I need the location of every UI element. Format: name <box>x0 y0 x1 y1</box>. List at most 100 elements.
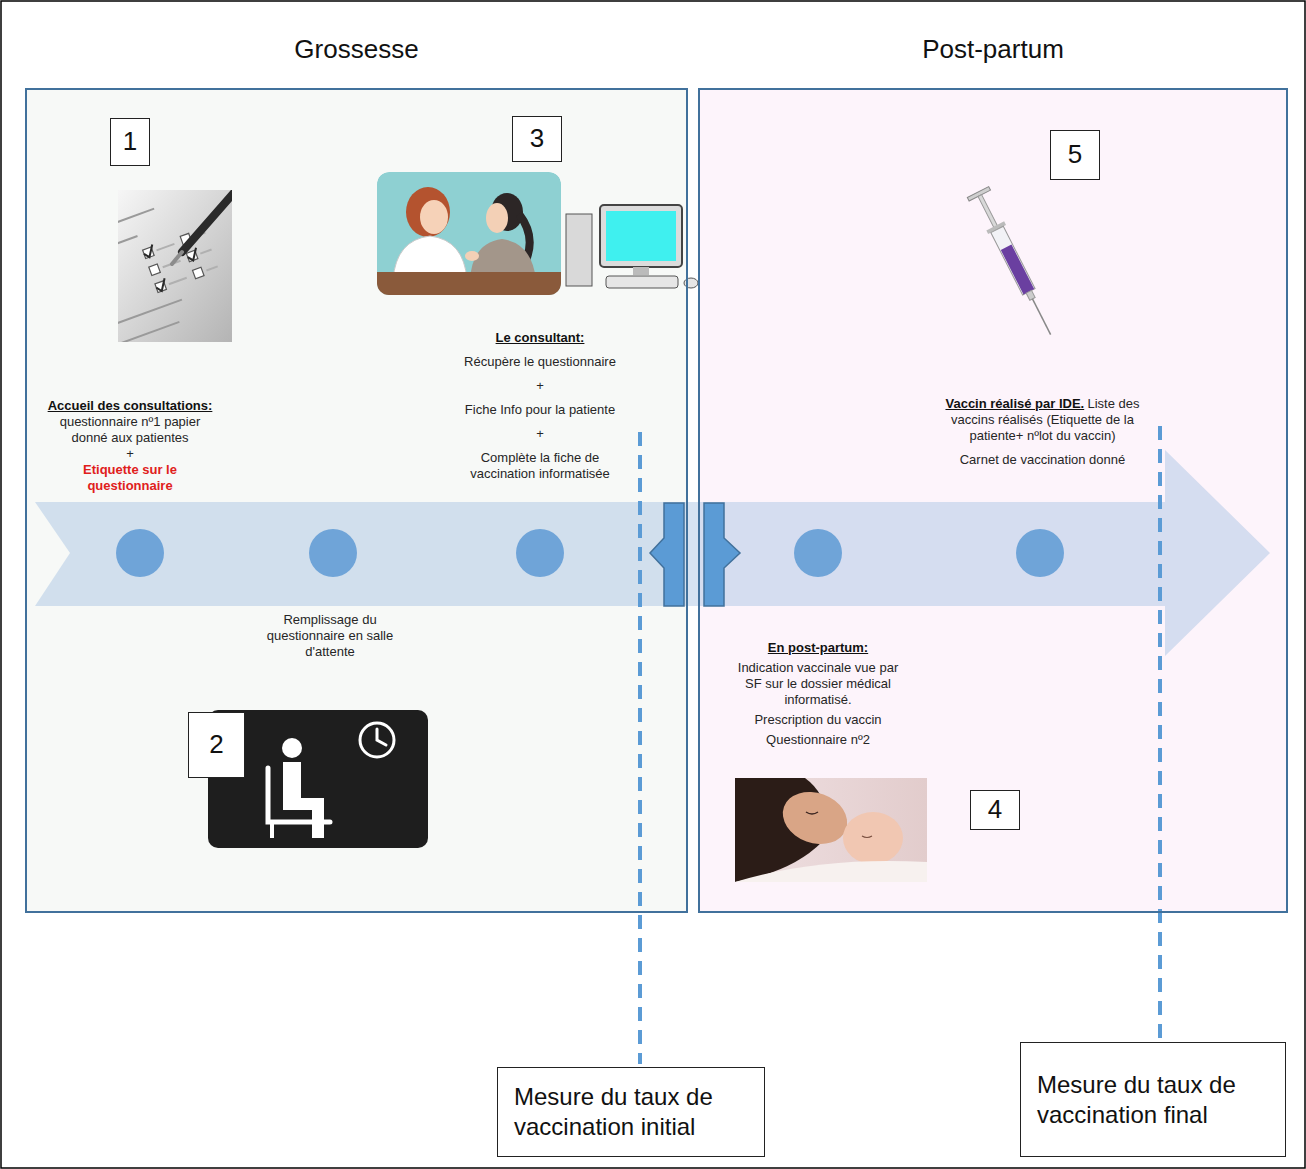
callout-number: 2 <box>209 730 223 760</box>
measure-dashed-line <box>640 426 1160 1064</box>
callout-number: 5 <box>1068 140 1082 170</box>
phase-heading: Grossesse <box>27 34 686 65</box>
phase-heading: Post-partum <box>700 34 1286 65</box>
mother-baby-photo <box>843 812 903 864</box>
waiting-room-pictogram <box>270 822 274 838</box>
mother-baby-photo <box>735 778 927 882</box>
step-description: Remplissage du questionnaire en salle d'… <box>255 612 405 660</box>
highlight-text: Etiquette sur le questionnaire <box>83 462 177 493</box>
consultation-illustration <box>420 200 448 234</box>
transition-symbol <box>650 503 684 606</box>
syringe-illustration <box>1001 245 1034 295</box>
step-description: Le consultant: Récupère le questionnaire +… <box>460 330 620 490</box>
phase-panel: Grossesse123 <box>25 88 688 913</box>
questionnaire-photo <box>118 300 182 326</box>
waiting-room-pictogram <box>283 762 324 838</box>
syringe-illustration <box>967 187 1061 340</box>
questionnaire-photo <box>169 278 187 284</box>
questionnaire-photo <box>154 278 168 292</box>
questionnaire-photo <box>182 190 232 252</box>
questionnaire-photo <box>118 209 193 342</box>
questionnaire-photo <box>193 267 205 279</box>
timeline-dot <box>1016 529 1064 577</box>
measure-dashed-line <box>638 432 642 1064</box>
step-text: + <box>536 378 544 393</box>
mother-baby-photo <box>735 778 927 882</box>
questionnaire-photo <box>118 190 232 342</box>
pregnancy-panel-ground <box>25 88 688 913</box>
measure-dashed-line <box>1158 426 1162 1039</box>
mother-baby-photo <box>806 812 818 814</box>
waiting-room-pictogram <box>282 738 302 758</box>
phase-panel: Post-partum45 <box>698 88 1288 913</box>
consultation-illustration <box>377 172 561 295</box>
questionnaire-photo <box>118 322 179 342</box>
consultation-illustration <box>465 251 479 261</box>
callout-number: 3 <box>530 124 544 154</box>
measure-text: Mesure du taux de vaccination final <box>1037 1070 1269 1130</box>
step-text: Récupère le questionnaire <box>464 354 616 369</box>
questionnaire-photo <box>118 209 154 236</box>
computer-illustration <box>566 205 698 288</box>
consultation-illustration <box>406 187 450 237</box>
waiting-room-pictogram <box>268 768 330 822</box>
timeline-dot <box>516 529 564 577</box>
step-heading: Vaccin réalisé par IDE. <box>945 396 1084 411</box>
questionnaire-photo <box>172 252 182 264</box>
timeline-dot <box>116 529 1064 577</box>
step-description: Accueil des consultations:questionnaire … <box>45 398 215 494</box>
callout-number: 3 <box>512 116 562 162</box>
computer-illustration <box>606 211 676 261</box>
measure-box: Mesure du taux de vaccination final <box>1020 1042 1286 1157</box>
syringe-illustration <box>978 195 998 229</box>
mother-baby-photo <box>775 783 854 853</box>
step-heading: Le consultant: <box>496 330 585 345</box>
step-text: + <box>536 426 544 441</box>
waiting-room-pictogram <box>360 723 394 757</box>
syringe-illustration <box>1026 290 1035 300</box>
step-text: Indication vaccinale vue par SF sur le d… <box>738 660 898 707</box>
transition-symbol <box>650 503 740 606</box>
syringe-illustration <box>991 226 1035 295</box>
questionnaire-photo <box>142 244 156 258</box>
callout-number: 2 <box>188 712 245 778</box>
callout-number: 4 <box>988 795 1002 825</box>
callout-number: 4 <box>970 790 1020 830</box>
timeline-arrow <box>35 450 1270 656</box>
questionnaire-photo <box>157 244 175 250</box>
timeline-dot <box>794 529 842 577</box>
computer-illustration <box>633 267 649 275</box>
step-text: Questionnaire nº2 <box>766 732 870 747</box>
step-heading: Accueil des consultations: <box>48 398 213 413</box>
step-text: Remplissage du questionnaire en salle d'… <box>267 612 393 659</box>
questionnaire-photo <box>206 266 217 270</box>
callout-number: 1 <box>110 118 150 166</box>
transition-symbol <box>704 503 740 606</box>
consultation-illustration <box>377 272 561 295</box>
consultation-illustration <box>486 203 508 233</box>
mother-baby-photo <box>735 861 927 882</box>
measure-box: Mesure du taux de vaccination initial <box>497 1067 765 1157</box>
syringe-illustration <box>1032 299 1050 335</box>
step-text: Complète la fiche de vaccination informa… <box>470 450 609 481</box>
mother-baby-photo <box>862 836 872 838</box>
consultation-illustration <box>377 172 561 295</box>
callout-number: 1 <box>123 127 137 157</box>
questionnaire-photo <box>200 250 211 254</box>
computer-illustration <box>566 214 592 286</box>
measure-text: Mesure du taux de vaccination initial <box>514 1082 748 1142</box>
step-text: Carnet de vaccination donné <box>960 452 1126 467</box>
timeline-dot <box>116 529 164 577</box>
step-description: Vaccin réalisé par IDE.Liste des vaccins… <box>945 396 1140 476</box>
step-text: Fiche Info pour la patiente <box>465 402 615 417</box>
step-text: Prescription du vaccin <box>754 712 881 727</box>
step-text: questionnaire nº1 papier donné aux patie… <box>60 414 201 445</box>
step-description: En post-partum: Indication vaccinale vue … <box>728 640 908 752</box>
step-heading: En post-partum: <box>768 640 868 655</box>
step-text: + <box>126 446 134 461</box>
questionnaire-photo <box>149 264 161 276</box>
computer-illustration <box>600 205 682 267</box>
